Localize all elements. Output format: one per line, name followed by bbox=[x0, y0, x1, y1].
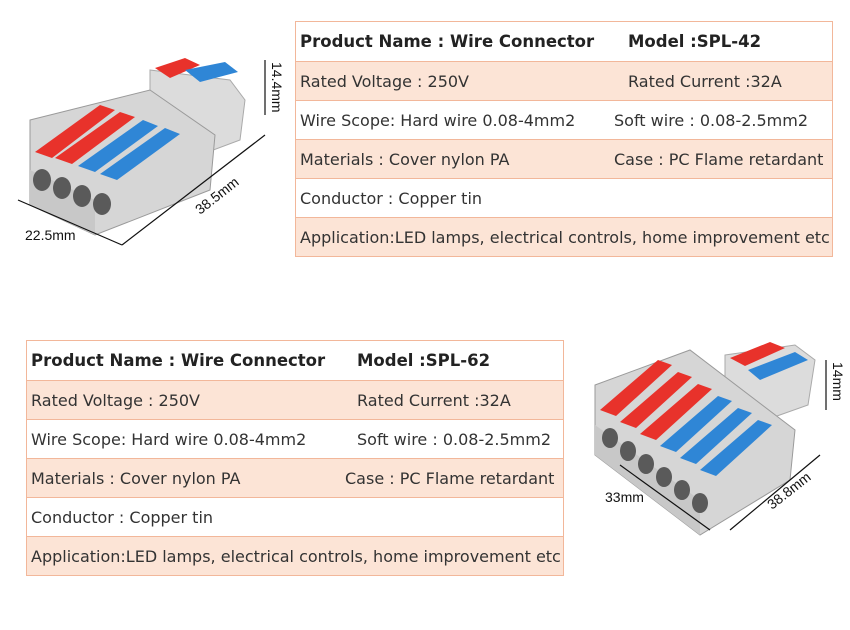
spec-row-materials: Materials : Cover nylon PA Case : PC Fla… bbox=[296, 139, 832, 178]
spl62-dimension-labels: 14mm 38.8mm 33mm bbox=[605, 362, 846, 513]
spl42-length-label: 38.5mm bbox=[192, 174, 242, 218]
soft-wire-label: Soft wire : 0.08-2.5mm2 bbox=[614, 110, 809, 130]
application-label: Application:LED lamps, electrical contro… bbox=[31, 546, 561, 566]
rated-voltage-label: Rated Voltage : 250V bbox=[31, 390, 200, 410]
spec-row-application: Application:LED lamps, electrical contro… bbox=[296, 217, 832, 256]
spec-row-materials: Materials : Cover nylon PA Case : PC Fla… bbox=[27, 458, 563, 497]
spl62-length-label: 38.8mm bbox=[764, 469, 814, 513]
conductor-label: Conductor : Copper tin bbox=[300, 188, 483, 208]
rated-voltage-label: Rated Voltage : 250V bbox=[300, 71, 469, 91]
spec-row-conductor: Conductor : Copper tin bbox=[296, 178, 832, 217]
spl42-spec-table: Product Name : Wire Connector Model :SPL… bbox=[295, 21, 833, 257]
application-label: Application:LED lamps, electrical contro… bbox=[300, 227, 830, 247]
spl62-width-label: 33mm bbox=[605, 489, 644, 505]
spec-row-rating: Rated Voltage : 250V Rated Current :32A bbox=[296, 61, 832, 100]
spec-row-product: Product Name : Wire Connector Model :SPL… bbox=[296, 22, 832, 61]
spl42-height-label: 14.4mm bbox=[269, 62, 285, 113]
spl42-width-label: 22.5mm bbox=[25, 227, 76, 243]
hard-wire-label: Wire Scope: Hard wire 0.08-4mm2 bbox=[31, 429, 307, 449]
spec-row-conductor: Conductor : Copper tin bbox=[27, 497, 563, 536]
spec-row-wire-scope: Wire Scope: Hard wire 0.08-4mm2 Soft wir… bbox=[296, 100, 832, 139]
spec-row-application: Application:LED lamps, electrical contro… bbox=[27, 536, 563, 575]
spl62-height-label: 14mm bbox=[830, 362, 846, 401]
rated-current-label: Rated Current :32A bbox=[628, 71, 782, 91]
case-label: Case : PC Flame retardant bbox=[614, 149, 824, 169]
materials-label: Materials : Cover nylon PA bbox=[300, 149, 510, 169]
materials-label: Materials : Cover nylon PA bbox=[31, 468, 241, 488]
product-name-label: Product Name : Wire Connector bbox=[300, 32, 595, 51]
spec-row-product: Product Name : Wire Connector Model :SPL… bbox=[27, 341, 563, 380]
spl62-spec-table: Product Name : Wire Connector Model :SPL… bbox=[26, 340, 564, 576]
model-label: Model :SPL-42 bbox=[628, 32, 762, 51]
spl42-connector-photo bbox=[17, 58, 266, 246]
soft-wire-label: Soft wire : 0.08-2.5mm2 bbox=[357, 429, 552, 449]
product-name-label: Product Name : Wire Connector bbox=[31, 351, 326, 370]
case-label: Case : PC Flame retardant bbox=[345, 468, 555, 488]
spl42-dimension-labels: 14.4mm 38.5mm 22.5mm bbox=[25, 62, 285, 243]
spec-row-wire-scope: Wire Scope: Hard wire 0.08-4mm2 Soft wir… bbox=[27, 419, 563, 458]
model-label: Model :SPL-62 bbox=[357, 351, 491, 370]
conductor-label: Conductor : Copper tin bbox=[31, 507, 214, 527]
spl62-connector-photo bbox=[594, 342, 827, 536]
spec-row-rating: Rated Voltage : 250V Rated Current :32A bbox=[27, 380, 563, 419]
rated-current-label: Rated Current :32A bbox=[357, 390, 511, 410]
hard-wire-label: Wire Scope: Hard wire 0.08-4mm2 bbox=[300, 110, 576, 130]
